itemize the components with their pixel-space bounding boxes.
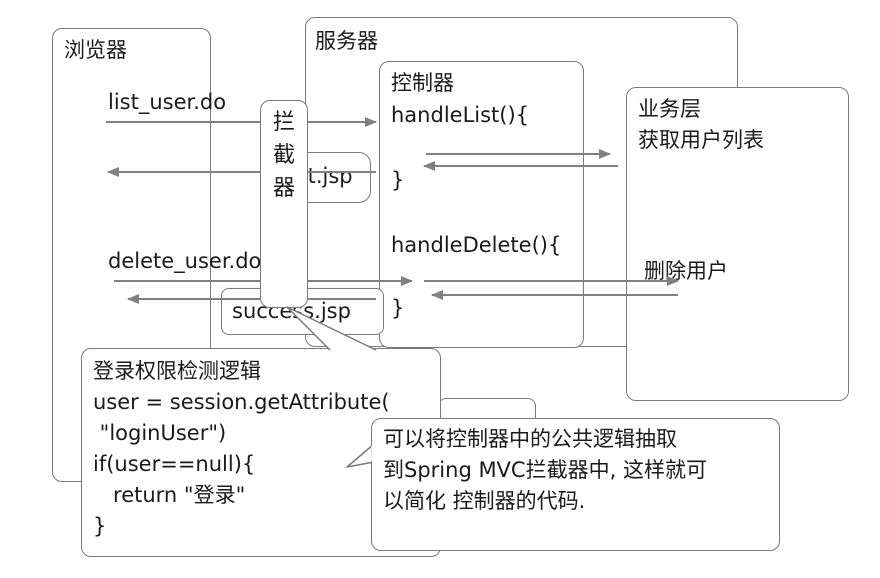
browser-title: 浏览器 [64,38,127,62]
note-callout-box [371,418,780,551]
handle-delete-close: } [391,296,405,320]
note-line-2: 到Spring MVC拦截器中, 这样就可 [383,458,707,482]
handle-list-close: } [391,168,405,192]
login-check-line-3: "loginUser") [93,421,227,445]
service-delete-action: 删除用户 [644,259,728,283]
login-check-line-6: } [93,514,107,538]
controller-title: 控制器 [391,71,454,95]
service-layer-title: 业务层 [638,97,701,121]
login-check-line-1: 登录权限检测逻辑 [93,359,261,383]
note-callout-tail [346,443,375,468]
login-callout-tail [286,306,377,351]
handle-list-open: handleList(){ [391,103,530,127]
request-delete-user: delete_user.do [108,249,262,273]
interceptor-box [260,100,308,308]
login-check-line-4: if(user==null){ [93,452,256,476]
server-title: 服务器 [315,29,378,53]
service-layer-panel [626,87,849,401]
login-check-line-5: return "登录" [93,483,246,507]
handle-delete-open: handleDelete(){ [391,233,562,257]
controller-panel [379,61,584,348]
note-line-3: 以简化 控制器的代码. [383,489,586,513]
login-check-line-2: user = session.getAttribute( [93,390,390,414]
request-list-user: list_user.do [108,90,227,114]
service-list-action: 获取用户列表 [638,128,764,152]
interceptor-label: 拦 截 器 [272,110,295,201]
note-line-1: 可以将控制器中的公共逻辑抽取 [383,427,677,451]
